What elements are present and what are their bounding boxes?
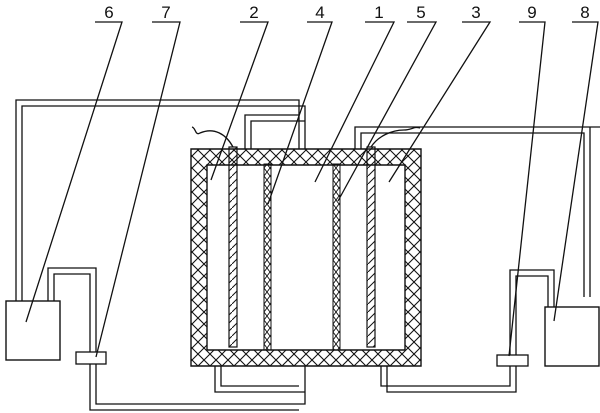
tank-right (544, 306, 600, 367)
pump-left (75, 351, 107, 365)
pump-right (496, 354, 529, 367)
left-electrode-plate (228, 146, 238, 348)
label-8: 8 (580, 3, 589, 22)
label-9: 9 (527, 3, 536, 22)
tank-left (5, 300, 61, 361)
label-2: 2 (249, 3, 258, 22)
right-membrane (332, 163, 341, 351)
label-1: 1 (374, 3, 383, 22)
left-membrane (263, 163, 272, 351)
label-7: 7 (161, 3, 170, 22)
right-electrode-plate (366, 146, 376, 348)
pipe-network (15, 99, 600, 411)
label-4: 4 (315, 3, 324, 22)
insulated-housing (190, 148, 422, 367)
label-6: 6 (104, 3, 113, 22)
leader-lines (25, 21, 599, 358)
left-electrode-wire (191, 126, 234, 148)
label-3: 3 (471, 3, 480, 22)
label-5: 5 (416, 3, 425, 22)
